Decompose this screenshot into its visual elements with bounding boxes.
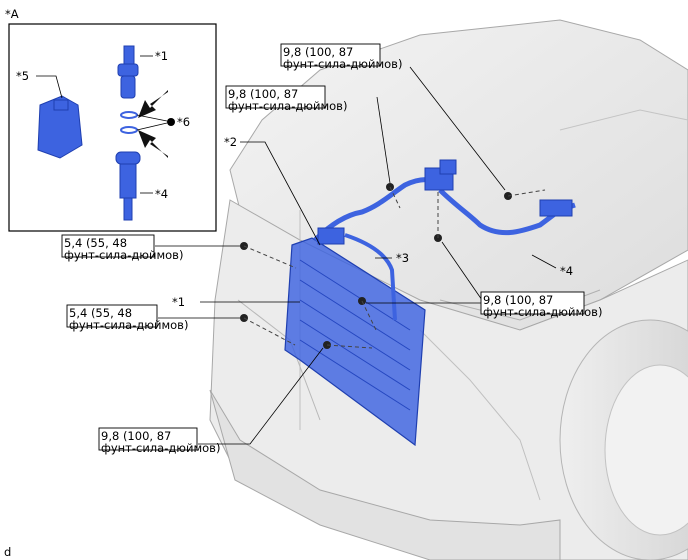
torque-unit: фунт-сила-дюймов) [64,248,184,262]
torque-unit: фунт-сила-дюймов) [69,318,189,332]
torque-boxes [61,43,585,451]
pipe-joint-lower [115,151,141,221]
callout-4: *4 [560,264,574,278]
callout-1: *1 [172,295,186,309]
torque-value: 9,8 (100, 87 [483,293,554,307]
torque-label: 5,4 (55, 48 фунт-сила-дюймов) [69,307,188,331]
pipe-joint-upper [117,45,139,99]
torque-label: 9,8 (100, 87 фунт-сила-дюймов) [228,88,347,112]
torque-unit: фунт-сила-дюймов) [101,441,221,455]
torque-label: 9,8 (100, 87 фунт-сила-дюймов) [283,46,402,70]
torque-value: 5,4 (55, 48 [69,306,133,320]
arrow-icon [138,90,168,118]
connector-part [37,95,83,159]
suction-pipe [438,188,576,236]
torque-value: 9,8 (100, 87 [283,45,354,59]
vehicle-bumper-lip [209,389,561,560]
figure-code: d [4,545,12,559]
callout-6-inset: *6 [177,115,191,129]
torque-value: 5,4 (55, 48 [64,236,128,250]
torque-unit: фунт-сила-дюймов) [483,305,603,319]
dot-marker-icon [167,118,175,126]
callout-3: *3 [396,251,410,265]
condenser [284,237,426,447]
torque-value: 9,8 (100, 87 [101,429,172,443]
callout-4-inset: *4 [155,187,169,201]
callout-5-inset: *5 [16,69,30,83]
callout-1-inset: *1 [155,49,169,63]
callout-2: *2 [224,135,238,149]
torque-unit: фунт-сила-дюймов) [228,99,348,113]
arrow-icon [138,130,168,158]
torque-value: 9,8 (100, 87 [228,87,299,101]
inset-tag: *A [5,7,19,21]
torque-label: 9,8 (100, 87 фунт-сила-дюймов) [483,294,602,318]
liquid-pipe [344,233,397,321]
torque-label: 9,8 (100, 87 фунт-сила-дюймов) [101,430,220,454]
torque-label: 5,4 (55, 48 фунт-сила-дюймов) [64,237,183,261]
torque-unit: фунт-сила-дюймов) [283,57,403,71]
